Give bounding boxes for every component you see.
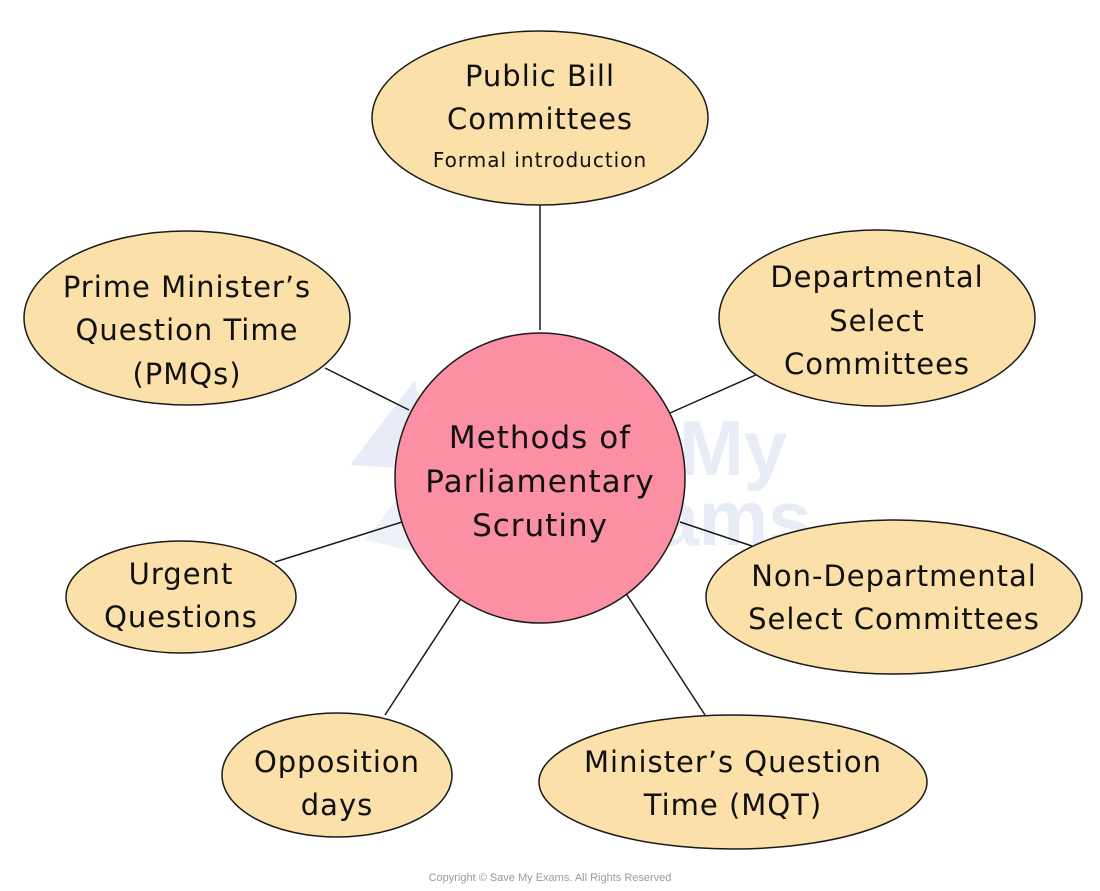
copyright-notice: Copyright © Save My Exams. All Rights Re… xyxy=(428,872,672,884)
center-node: Methods of Parliamentary Scrutiny xyxy=(394,332,686,624)
node-label-line: Departmental xyxy=(770,260,983,294)
connector-urgent xyxy=(274,521,403,563)
node-departmental-select-committees: Departmental Select Committees xyxy=(718,229,1036,407)
node-label-line: days xyxy=(301,788,373,822)
node-label-line: Select Committees xyxy=(748,602,1040,636)
connector-departmental xyxy=(669,373,759,414)
node-urgent-questions: Urgent Questions xyxy=(65,540,297,654)
node-label-line: Urgent xyxy=(129,557,234,591)
node-label-line: Committees xyxy=(784,347,970,381)
node-ellipse xyxy=(65,540,297,654)
connector-lines xyxy=(274,205,759,716)
node-label-line: Minister’s Question xyxy=(584,745,882,779)
node-label-line: Non-Departmental xyxy=(751,559,1037,593)
node-ellipse xyxy=(371,30,709,206)
node-label-line: Opposition xyxy=(254,745,420,779)
node-label-line: Questions xyxy=(104,600,258,634)
node-subtext: Formal introduction xyxy=(433,148,647,172)
center-circle xyxy=(394,332,686,624)
center-line-3: Scrutiny xyxy=(472,508,608,544)
node-pmqs: Prime Minister’s Question Time (PMQs) xyxy=(23,230,351,406)
connector-pmqs xyxy=(324,367,410,411)
node-ellipse xyxy=(705,519,1083,675)
connector-opposition xyxy=(384,596,463,716)
connector-mqt xyxy=(624,591,706,716)
connector-non-departmental xyxy=(679,521,753,547)
node-ellipse xyxy=(23,230,351,406)
node-label-line: (PMQs) xyxy=(132,357,241,391)
node-label-line: Prime Minister’s xyxy=(63,270,311,304)
node-opposition-days: Opposition days xyxy=(221,712,453,838)
node-non-departmental-select-committees: Non-Departmental Select Committees xyxy=(705,519,1083,675)
center-line-1: Methods of xyxy=(449,420,631,456)
node-ellipse xyxy=(221,712,453,838)
node-ministers-question-time: Minister’s Question Time (MQT) xyxy=(538,714,928,850)
node-ellipse xyxy=(538,714,928,850)
node-public-bill-committees: Public Bill Committees Formal introducti… xyxy=(371,30,709,206)
center-line-2: Parliamentary xyxy=(425,464,654,500)
node-label-line: Question Time xyxy=(76,313,299,347)
node-label-line: Committees xyxy=(447,102,633,136)
node-label-line: Time (MQT) xyxy=(643,788,822,822)
node-ellipse xyxy=(718,229,1036,407)
node-label-line: Select xyxy=(829,304,924,338)
node-label-line: Public Bill xyxy=(465,59,615,93)
